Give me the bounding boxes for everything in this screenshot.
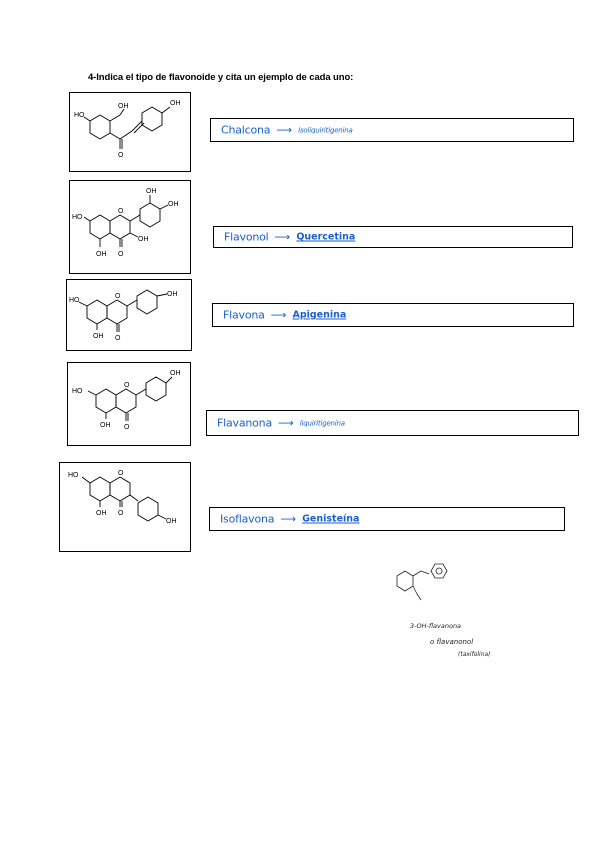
arrow-icon: ⟶	[280, 512, 297, 526]
flavonol-oh-label-2: OH	[168, 201, 179, 208]
answer-box-flavanona[interactable]: Flavanona ⟶ liquiritigenina	[206, 410, 579, 436]
flavanone-o-label: O	[124, 424, 130, 431]
chalcone-oh-label: OH	[170, 100, 181, 107]
chalcone-oh-label-2: OH	[118, 103, 129, 110]
arrow-icon: ⟶	[274, 230, 291, 244]
chalcone-structure-icon: OH HO OH O	[74, 100, 181, 159]
chalcone-structure-box: OH HO OH O	[69, 92, 191, 172]
example-liquiritigenina: liquiritigenina	[299, 419, 345, 427]
arrow-icon: ⟶	[276, 123, 293, 137]
flavonol-oh-label-3: OH	[138, 236, 149, 243]
arrow-icon: ⟶	[270, 308, 287, 322]
class-name-flavonol: Flavonol	[224, 230, 269, 244]
flavanone-structure-icon: O OH HO OH O	[72, 370, 181, 431]
flavonol-ring-o-label: O	[118, 208, 124, 215]
example-isoliquiritigenina: Isoliquiritigenina	[298, 126, 353, 134]
flavone-structure-icon: HO O OH OH O	[69, 289, 178, 342]
isoflavone-ho-label: HO	[68, 472, 79, 479]
flavanone-oh-label-2: OH	[100, 422, 111, 429]
answer-box-flavonol[interactable]: Flavonol ⟶ Quercetina	[213, 226, 573, 248]
flavonol-structure-box: OH OH HO O OH OH O	[69, 180, 191, 274]
flavonol-oh-label-4: OH	[96, 251, 107, 258]
note-line-1: 3-OH-flavanona	[410, 622, 462, 630]
flavanone-structure-box: O OH HO OH O	[67, 362, 191, 446]
exercise-title: 4-Indica el tipo de flavonoide y cita un…	[88, 72, 354, 83]
flavonol-o-label: O	[118, 251, 124, 258]
class-name-chalcona: Chalcona	[221, 123, 271, 137]
arrow-icon: ⟶	[278, 416, 294, 430]
flavanone-ho-label: HO	[72, 388, 83, 395]
answer-box-flavona[interactable]: Flavona ⟶ Apigenina	[212, 303, 574, 327]
flavone-oh-label-2: OH	[93, 333, 104, 340]
flavone-oh-label-1: OH	[167, 291, 178, 298]
flavone-o-label: O	[115, 335, 121, 342]
isoflavone-oh-label-2: OH	[166, 518, 177, 525]
flavone-ring-o-label: O	[115, 293, 121, 300]
flavonol-ho-label: HO	[72, 214, 83, 221]
answer-box-isoflavona[interactable]: Isoflavona ⟶ Genisteína	[209, 507, 565, 531]
chalcone-ho-label: HO	[74, 112, 85, 119]
isoflavone-ring-o-label: O	[118, 470, 124, 477]
example-apigenina: Apigenina	[292, 309, 347, 321]
note-line-2: o flavanonol	[430, 638, 474, 646]
chalcone-o-label: O	[118, 152, 124, 159]
class-name-flavanona: Flavanona	[217, 416, 272, 430]
isoflavone-oh-label-1: OH	[96, 510, 107, 517]
class-name-isoflavona: Isoflavona	[220, 512, 275, 526]
flavone-structure-box: HO O OH OH O	[66, 279, 192, 351]
isoflavone-structure-box: HO O OH O OH	[59, 462, 191, 552]
isoflavone-structure-icon: HO O OH O OH	[68, 470, 177, 525]
example-quercetina: Quercetina	[296, 231, 356, 243]
flavanone-ring-o-label: O	[124, 382, 130, 389]
flavonol-oh-label-1: OH	[146, 188, 157, 195]
flavone-ho-label: HO	[69, 297, 80, 304]
isoflavone-o-label: O	[118, 510, 124, 517]
class-name-flavona: Flavona	[223, 308, 265, 322]
flavonol-structure-icon: OH OH HO O OH OH O	[72, 188, 179, 258]
handwritten-structure-sketch-icon	[396, 563, 448, 601]
note-line-3: (taxifolina)	[458, 651, 491, 658]
answer-box-chalcona[interactable]: Chalcona ⟶ Isoliquiritigenina	[210, 118, 574, 142]
example-genisteina: Genisteína	[302, 513, 360, 525]
flavanone-oh-label-1: OH	[170, 370, 181, 377]
